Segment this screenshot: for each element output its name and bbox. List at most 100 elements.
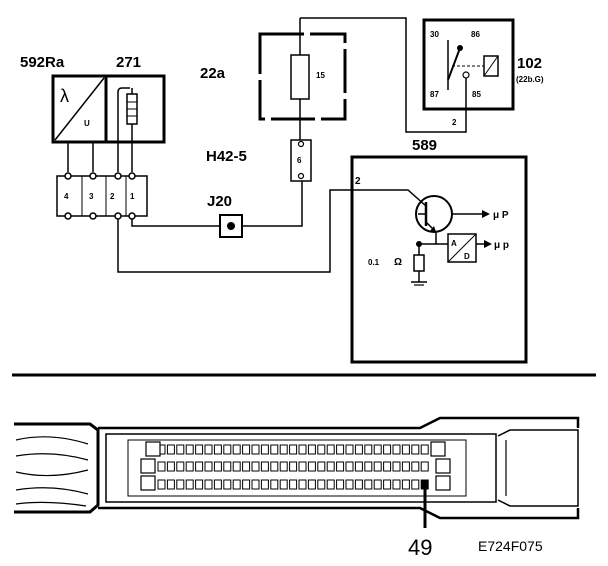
connector-pin	[354, 444, 363, 455]
relay-pin-85: 85	[472, 90, 481, 99]
fuse-icon	[290, 54, 310, 100]
connector-pin	[232, 461, 241, 472]
connector-pin	[373, 444, 382, 455]
sensor-u-label: U	[84, 119, 90, 128]
relay-pin-87: 87	[430, 90, 439, 99]
connector-pin-2: 2	[110, 192, 115, 201]
connector-pin	[232, 444, 241, 455]
adc-d-label: D	[464, 252, 470, 261]
relay: 30 86 87 85 2	[422, 18, 515, 127]
connector-pin	[289, 461, 298, 472]
connector-pin	[392, 479, 401, 490]
connector-pin	[345, 444, 354, 455]
fuse-harness-label: H42-5	[206, 148, 247, 165]
connector-pin	[157, 461, 166, 472]
relay-out-pin: 2	[452, 118, 457, 127]
connector-pin	[223, 479, 232, 490]
fuse-number: 15	[316, 71, 325, 80]
connector-pin	[383, 479, 392, 490]
sensor-label: 592Ra	[20, 54, 65, 71]
ecu-resistance-value: 0.1	[368, 258, 380, 267]
relay-sublabel: (22b.G)	[516, 75, 544, 84]
shunt-resistor-icon	[413, 254, 425, 272]
connector-pin	[270, 444, 279, 455]
fusebox-label: 22a	[200, 65, 226, 82]
connector-pin	[157, 479, 166, 490]
pin-callout: 49	[408, 535, 432, 560]
connector-pin	[213, 479, 222, 490]
ecu-label: 589	[412, 137, 437, 154]
heater-element	[104, 74, 166, 144]
connector-pin	[298, 461, 307, 472]
connector-pin	[401, 461, 410, 472]
adc-a-label: A	[451, 239, 457, 248]
splice-label: J20	[207, 193, 232, 210]
figure-code: E724F075	[478, 538, 543, 554]
connector-pin	[336, 479, 345, 490]
connector-pin	[195, 479, 204, 490]
connector-pin	[223, 461, 232, 472]
connector-pin	[242, 479, 251, 490]
ecu-connector-view	[14, 416, 580, 528]
connector-pin	[411, 444, 420, 455]
ecu-mup-2: μ p	[494, 240, 509, 251]
connector-pin	[232, 479, 241, 490]
connector-guide	[430, 441, 446, 457]
connector-pin	[326, 479, 335, 490]
lambda-symbol: λ	[60, 86, 69, 106]
relay-pin-86: 86	[471, 30, 480, 39]
connector-pin	[392, 444, 401, 455]
connector-pin	[336, 461, 345, 472]
connector-pin	[345, 461, 354, 472]
connector-pin	[411, 461, 420, 472]
connector-pin	[260, 444, 269, 455]
connector-pin	[176, 479, 185, 490]
connector-pin	[270, 479, 279, 490]
connector-pin	[242, 444, 251, 455]
connector-pin	[298, 444, 307, 455]
connector-pin	[364, 461, 373, 472]
connector-pin	[411, 479, 420, 490]
connector-guide	[140, 475, 156, 491]
connector-pin	[354, 479, 363, 490]
connector-pin	[279, 444, 288, 455]
connector-pin	[185, 461, 194, 472]
connector-pin	[298, 479, 307, 490]
connector-pin	[289, 479, 298, 490]
connector-pin	[176, 461, 185, 472]
fusebox: 15	[258, 18, 347, 140]
connector-pin	[204, 444, 213, 455]
connector-pin	[204, 479, 213, 490]
connector-pin-3: 3	[89, 192, 94, 201]
lambda-sensor: λ U	[51, 74, 108, 144]
relay-pin-30: 30	[430, 30, 439, 39]
connector-pin	[176, 444, 185, 455]
splice-j20	[219, 214, 243, 238]
connector-pin-1: 1	[130, 192, 135, 201]
fuse-harness-connector: 6	[290, 139, 312, 182]
connector-pin	[383, 461, 392, 472]
connector-guide	[145, 441, 161, 457]
connector-pin	[401, 479, 410, 490]
connector-pin	[166, 479, 175, 490]
connector-pin	[270, 461, 279, 472]
sensor-connector: 4 3 2 1	[56, 172, 148, 220]
connector-pin	[392, 461, 401, 472]
connector-pin	[279, 479, 288, 490]
connector-guide	[435, 458, 451, 474]
connector-pin-4: 4	[64, 192, 69, 201]
ecu-mup-1: μ P	[493, 210, 509, 221]
connector-pin	[260, 461, 269, 472]
connector-pin	[336, 444, 345, 455]
connector-pin	[373, 479, 382, 490]
connector-pin	[364, 444, 373, 455]
connector-pin	[289, 444, 298, 455]
connector-pin	[420, 444, 429, 455]
ecu-ohm-symbol: Ω	[394, 257, 402, 268]
connector-pin	[326, 444, 335, 455]
connector-pin	[345, 479, 354, 490]
fuse-pin: 6	[297, 156, 302, 165]
connector-pin	[420, 461, 429, 472]
connector-pin	[373, 461, 382, 472]
